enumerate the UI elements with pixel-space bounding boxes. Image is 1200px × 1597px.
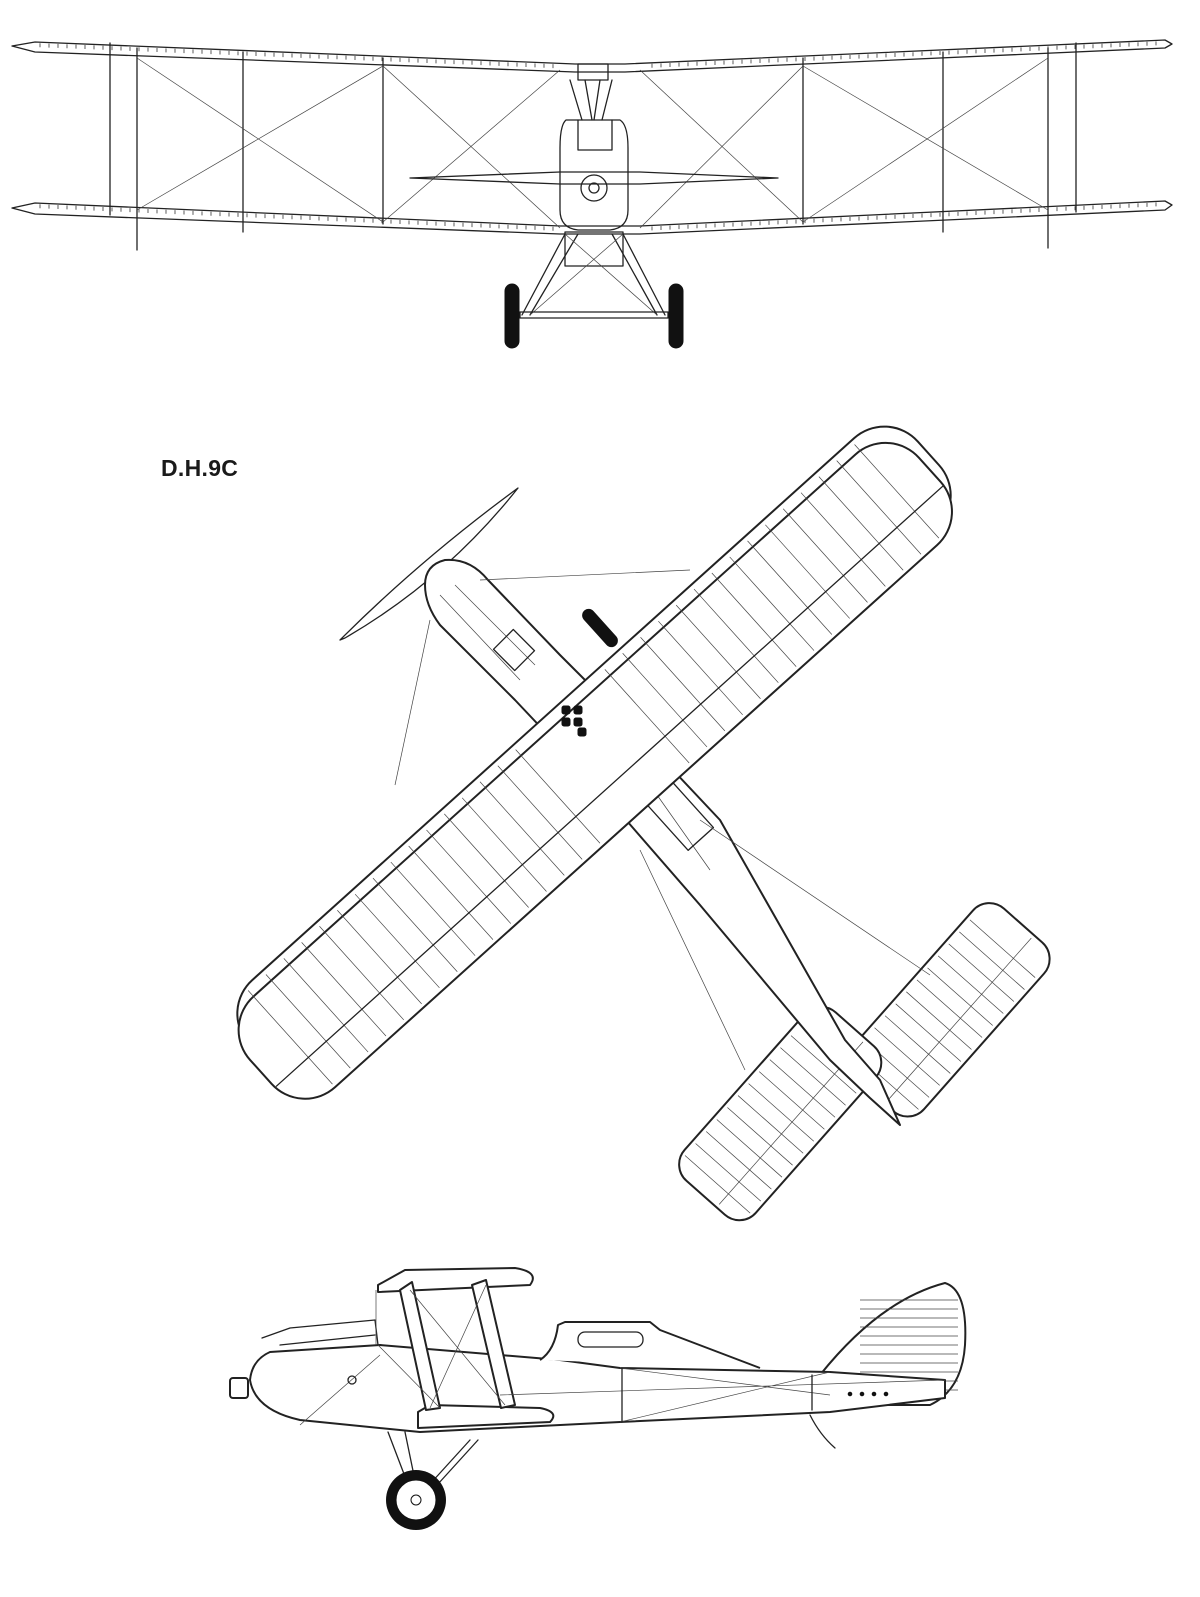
side-fuselage-ports	[847, 1391, 889, 1397]
front-view	[11, 39, 1173, 349]
front-propeller-hub	[580, 174, 608, 202]
side-propeller-hub	[229, 1377, 249, 1399]
front-undercarriage	[519, 233, 669, 319]
front-left-wheel	[504, 283, 520, 349]
front-tailplane	[409, 171, 779, 185]
plan-fuselage	[424, 558, 901, 1126]
front-right-wheel	[668, 283, 684, 349]
front-bracing-wires	[136, 57, 1049, 229]
aircraft-designation-label: D.H.9C	[161, 455, 239, 481]
plan-lower-wing	[237, 441, 953, 1100]
front-lower-wing	[11, 200, 1173, 235]
plan-wing	[236, 425, 953, 1100]
plan-cabin-windows	[561, 705, 587, 737]
front-wing-rib-ticks	[39, 41, 1157, 231]
side-engine-cowling	[261, 1319, 379, 1346]
plan-propeller	[339, 487, 519, 641]
side-view	[229, 1267, 967, 1530]
plan-tailplane-right	[846, 902, 1051, 1118]
plan-rear-cockpit	[492, 628, 536, 672]
front-cabane	[569, 79, 613, 121]
plan-gun-ring	[582, 608, 618, 648]
front-upper-wing	[11, 39, 1173, 73]
side-cabin-window	[577, 1331, 644, 1348]
side-tail-skid	[809, 1414, 836, 1449]
front-interplane-struts	[109, 42, 1077, 251]
side-rear-strut	[471, 1279, 516, 1409]
plan-view	[236, 425, 1051, 1222]
side-upper-wing	[377, 1267, 534, 1293]
side-undercarriage	[387, 1431, 479, 1496]
plan-tailplane-left	[678, 1005, 883, 1222]
side-cabin-roof	[539, 1321, 761, 1369]
front-fuselage	[559, 119, 629, 231]
side-lower-wing	[417, 1404, 555, 1429]
front-centre-section	[577, 63, 609, 81]
front-radiator	[564, 231, 624, 267]
